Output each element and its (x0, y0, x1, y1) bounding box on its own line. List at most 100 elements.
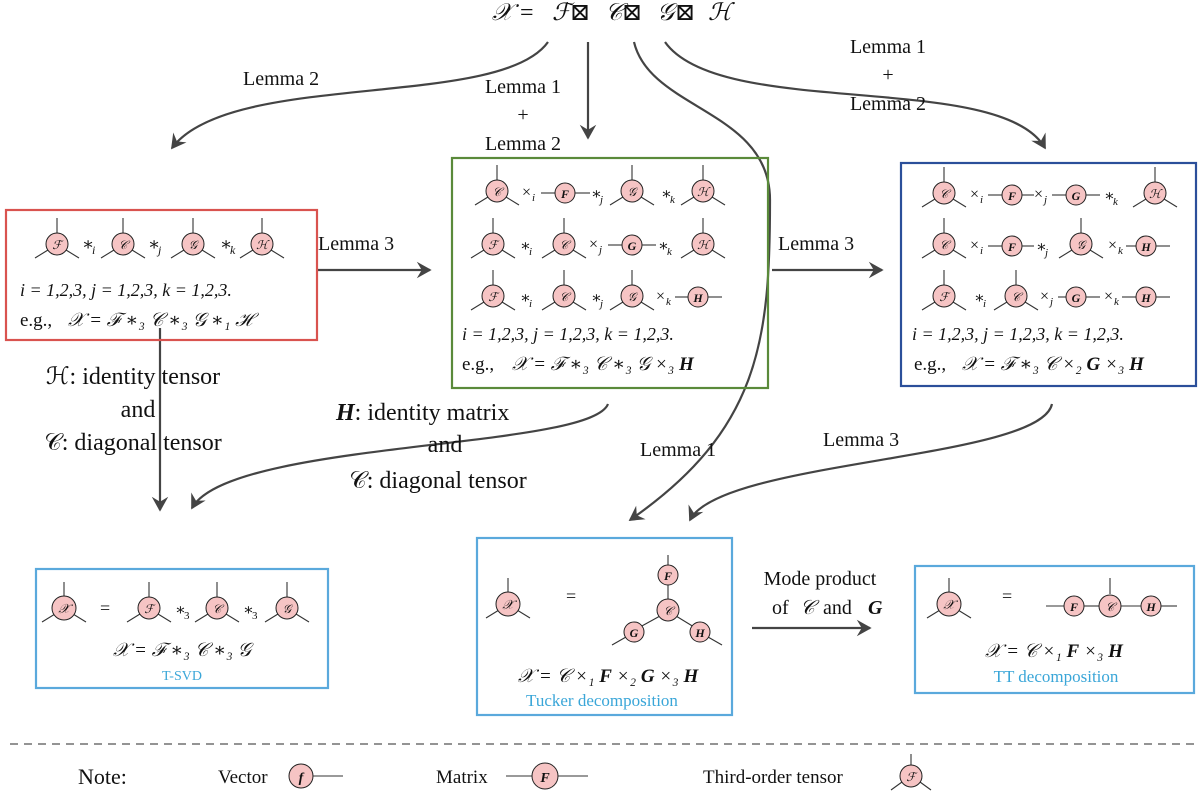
op-si-1: ∗ (82, 234, 94, 254)
g1-op1: × (522, 184, 531, 201)
g1-op2: ∗ (591, 186, 602, 203)
b1-sub-j: j (1042, 194, 1047, 206)
label-g: G (868, 597, 883, 619)
condition-left: ℋ: identity tensor and 𝒞: diagonal tenso… (44, 364, 221, 456)
condition-mid: H: identity matrix and 𝒞: diagonal tenso… (335, 400, 527, 494)
box-green-row-2: ℱ ∗ i 𝒞 × j G ∗ k ℋ (470, 217, 726, 259)
box-red-frame (4, 208, 319, 342)
tt-formula-b: ×₃ (1079, 641, 1108, 662)
b1-node-fm: F (1007, 189, 1016, 203)
label-lemma3-b: Lemma 3 (778, 233, 854, 255)
node-g-label: 𝒢 (189, 238, 200, 252)
top-formula-box2: ⊠ (622, 0, 642, 26)
node-c: 𝒞 (100, 217, 146, 259)
tsvd-op1-sub: 3 (184, 610, 190, 622)
b2-op2: ∗ (1036, 239, 1047, 256)
top-formula-h: ℋ (708, 0, 735, 26)
cond-mid-line1-text: : identity matrix (355, 400, 510, 426)
label-lemma1-mid: Lemma 1 (485, 76, 561, 98)
box-tucker-frame (475, 536, 734, 717)
box-green-row-3: ℱ ∗ i 𝒞 ∗ j 𝒢 × k H (470, 269, 722, 311)
b3-node-hm: H (1140, 291, 1151, 305)
legend-matrix-icon: F (539, 771, 550, 786)
b2-sub-i: i (980, 245, 983, 257)
b3-node-f: ℱ (939, 290, 951, 304)
tucker-node-hm: H (694, 626, 705, 640)
top-formula-f: ℱ (552, 0, 575, 26)
box-blue: 𝒞 × i F × j G ∗ k ℋ 𝒞 × i F ∗ j 𝒢 × (899, 161, 1198, 388)
b2-op3: × (1108, 237, 1117, 254)
box-blue-frame (899, 161, 1198, 388)
g1-op3: ∗ (661, 186, 672, 203)
b1-op1: × (970, 186, 979, 203)
arrow-labels: Lemma 2 Lemma 1 + Lemma 2 Lemma 1 + Lemm… (243, 36, 926, 619)
box-green-eg-prefix: e.g., (462, 354, 494, 375)
g2-node-h: ℋ (697, 238, 711, 252)
label-lemma2-right: Lemma 2 (850, 93, 926, 115)
tucker-caption: Tucker decomposition (526, 691, 678, 710)
label-of: of (772, 597, 789, 619)
box-blue-row-3: ℱ ∗ i 𝒞 × j G × k H (921, 269, 1170, 311)
op-sub-i-1: i (92, 243, 95, 257)
tt-node-hm: H (1145, 600, 1156, 614)
b1-sub-i: i (980, 194, 983, 206)
label-lemma1-right: Lemma 1 (850, 36, 926, 58)
g3-node-hm: H (692, 291, 703, 305)
tucker-node-fm: F (663, 569, 672, 583)
tsvd-caption: T-SVD (162, 669, 202, 684)
g1-node-fm: F (560, 187, 569, 201)
label-lemma3-down: Lemma 3 (823, 429, 899, 451)
g3-op1: ∗ (520, 290, 531, 307)
g3-sub-k: k (666, 296, 672, 308)
b1-op2: × (1034, 186, 1043, 203)
tsvd-formula: 𝒳 = ℱ ∗₃ 𝒞 ∗₃ 𝒢 (113, 640, 255, 661)
tt-eq: = (1002, 586, 1012, 606)
box-tt: 𝒳 = F 𝒞 H 𝒳 = 𝒞 ×₁ F ×₃ H TT decompositi… (913, 564, 1196, 695)
g1-sub-k: k (670, 194, 676, 206)
tt-formula-b2: H (1107, 641, 1124, 662)
tucker-eq: = (566, 586, 576, 606)
g2-sub-k: k (667, 246, 673, 258)
top-formula-x: 𝒳 (492, 0, 520, 26)
box-blue-row-2: 𝒞 × i F ∗ j 𝒢 × k H (921, 217, 1170, 259)
g1-node-g: 𝒢 (628, 185, 639, 199)
tsvd-op2: ∗ (243, 602, 254, 619)
cond-left-line1: ℋ: identity tensor (46, 364, 220, 390)
b1-sub-k: k (1113, 196, 1119, 208)
arrow-to-tucker (628, 41, 772, 521)
box-red-indices: i = 1,2,3, j = 1,2,3, k = 1,2,3. (20, 280, 232, 300)
label-lemma1-down: Lemma 1 (640, 439, 716, 461)
arrow-blue-to-tucker (688, 403, 1054, 522)
box-tucker: 𝒳 = F 𝒞 G H 𝒳 = 𝒞 ×₁ F ×₂ G ×₃ H Tucker … (475, 536, 734, 717)
tucker-formula-b1: F (598, 666, 612, 687)
box-green-eg-bold: H (678, 354, 695, 375)
node-f: ℱ (34, 217, 80, 259)
tt-caption: TT decomposition (994, 667, 1119, 686)
box-green-indices: i = 1,2,3, j = 1,2,3, k = 1,2,3. (462, 324, 674, 344)
legend-tensor-icon: ℱ (890, 754, 932, 791)
g2-op1: ∗ (520, 238, 531, 255)
top-formula: 𝒳 = ℱ ⊠ 𝒞 ⊠ 𝒢 ⊠ ℋ (492, 0, 735, 26)
b2-sub-j: j (1043, 247, 1048, 259)
box-blue-eg-prefix: e.g., (914, 354, 946, 375)
g3-op3: × (656, 288, 665, 305)
g1-node-h: ℋ (697, 185, 711, 199)
cond-mid-bold: H (335, 400, 356, 426)
tsvd-node-f: ℱ (144, 602, 156, 616)
g2-op3: ∗ (658, 238, 669, 255)
cond-mid-line3: 𝒞: diagonal tensor (349, 468, 526, 494)
note-matrix-label: Matrix (436, 767, 488, 788)
box-green-eg-formula: 𝒳 = ℱ ∗₃ 𝒞 ∗₃ 𝒢 ×₃ H (512, 354, 695, 375)
label-lemma2-left: Lemma 2 (243, 68, 319, 90)
box-blue-eg-bold1: G (1086, 354, 1100, 375)
cond-mid-line2: and (428, 432, 463, 458)
cond-left-line3: 𝒞: diagonal tensor (44, 430, 221, 456)
b1-op3: ∗ (1104, 188, 1115, 205)
b3-op3: × (1104, 288, 1113, 305)
top-formula-eq: = (520, 0, 534, 26)
tucker-formula-b: ×₂ (612, 666, 641, 687)
g2-sub-i: i (529, 246, 532, 258)
b2-node-fm: F (1007, 240, 1016, 254)
node-h-label: ℋ (256, 238, 270, 252)
